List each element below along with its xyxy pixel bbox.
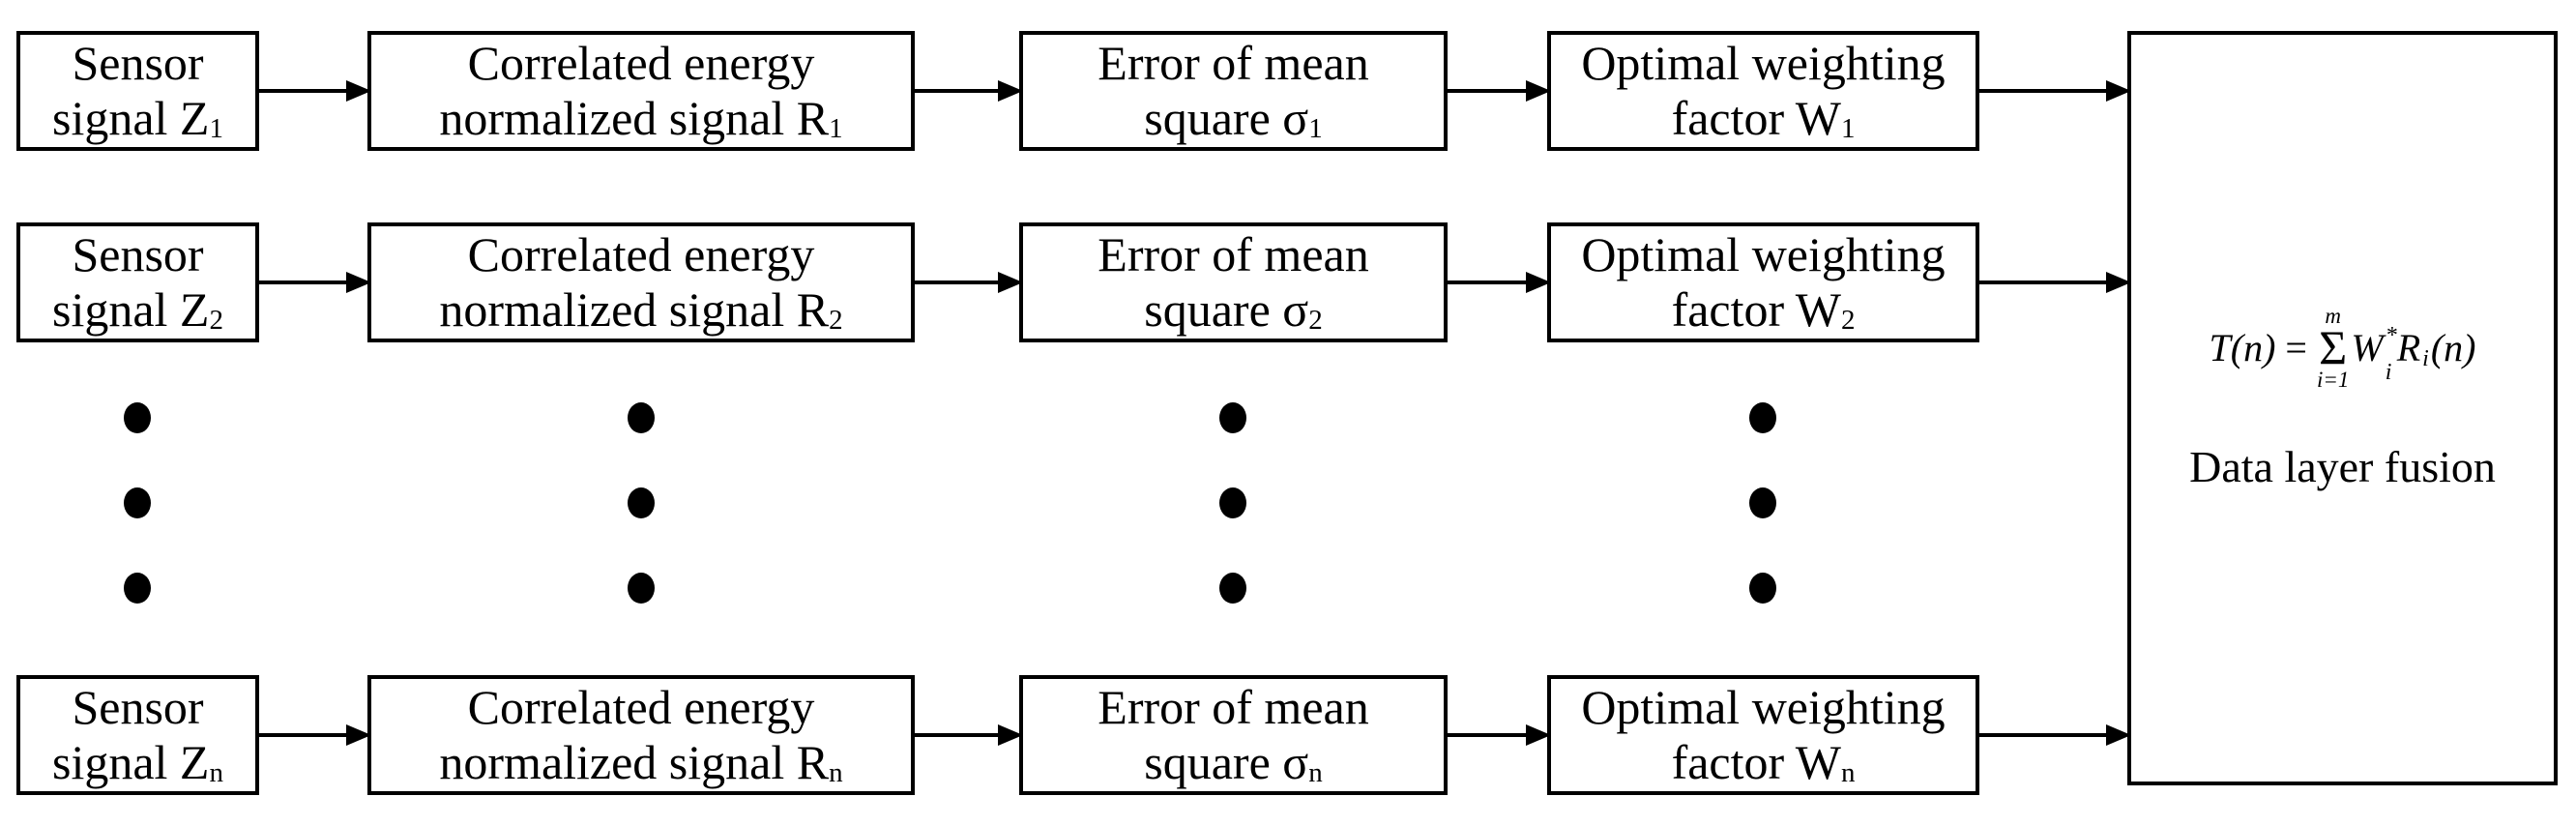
formula-equals: = — [2285, 326, 2307, 369]
ellipsis-column-3 — [1219, 402, 1246, 604]
box-correlated-energy-r1: Correlated energy normalized signal R1 — [367, 31, 915, 151]
box-line2: factor Wn — [1672, 735, 1856, 791]
fusion-content: T(n) = m Σ i=1 W * i R i (n) — [2189, 305, 2496, 492]
ellipsis-dot — [628, 573, 655, 604]
box-label-subscript: n — [1308, 757, 1323, 789]
fusion-caption: Data layer fusion — [2189, 441, 2496, 491]
box-label-subscript: 2 — [1840, 305, 1856, 337]
box-line1: Correlated energy — [467, 35, 815, 90]
box-label-text: factor W — [1671, 282, 1841, 337]
box-sensor-signal-zn: Sensor signal Zn — [16, 675, 259, 795]
box-label-text: factor W — [1671, 735, 1841, 789]
box-line2: signal Z2 — [52, 282, 223, 339]
box-label-subscript: n — [209, 757, 223, 789]
ellipsis-dot — [628, 402, 655, 433]
box-line2: signal Z1 — [52, 91, 223, 147]
box-label-subscript: 2 — [829, 305, 843, 337]
ellipsis-dot — [1749, 487, 1776, 518]
ellipsis-dot — [1219, 487, 1246, 518]
box-optimal-weighting-w1: Optimal weighting factor W1 — [1547, 31, 1979, 151]
box-label-text: square σ — [1144, 91, 1309, 145]
box-label-subscript: 1 — [1308, 113, 1323, 145]
box-label-text: normalized signal R — [439, 735, 830, 789]
box-line1: Correlated energy — [467, 679, 815, 734]
term-w-base: W — [2351, 326, 2384, 369]
summation-lower-limit: i=1 — [2316, 367, 2350, 392]
ellipsis-column-1 — [124, 402, 151, 604]
box-line1: Error of mean — [1098, 226, 1369, 281]
box-optimal-weighting-wn: Optimal weighting factor Wn — [1547, 675, 1979, 795]
ellipsis-dot — [124, 573, 151, 604]
box-label-subscript: 1 — [1840, 113, 1856, 145]
ellipsis-dot — [124, 487, 151, 518]
box-error-mean-square-2: Error of mean square σ2 — [1019, 222, 1448, 342]
box-sensor-signal-z2: Sensor signal Z2 — [16, 222, 259, 342]
ellipsis-dot — [1749, 402, 1776, 433]
box-line1: Sensor — [72, 226, 204, 281]
term-w-subscript: i — [2385, 359, 2392, 385]
box-label-subscript: 2 — [209, 305, 223, 337]
fusion-formula: T(n) = m Σ i=1 W * i R i (n) — [2210, 305, 2476, 391]
box-sensor-signal-z1: Sensor signal Z1 — [16, 31, 259, 151]
formula-term-w: W * i — [2351, 318, 2396, 384]
box-label-text: normalized signal R — [439, 91, 830, 145]
ellipsis-dot — [1219, 573, 1246, 604]
box-line2: factor W1 — [1672, 91, 1856, 147]
box-label-subscript: 2 — [1308, 305, 1323, 337]
box-line2: square σ2 — [1144, 282, 1322, 339]
box-error-mean-square-n: Error of mean square σn — [1019, 675, 1448, 795]
summation-upper-limit: m — [2325, 304, 2341, 329]
ellipsis-column-2 — [628, 402, 655, 604]
ellipsis-dot — [124, 402, 151, 433]
box-line1: Optimal weighting — [1581, 35, 1946, 90]
box-error-mean-square-1: Error of mean square σ1 — [1019, 31, 1448, 151]
term-w-superscript: * — [2385, 322, 2397, 348]
box-label-text: signal Z — [52, 282, 210, 337]
box-line2: normalized signal R1 — [439, 91, 842, 147]
box-label-text: square σ — [1144, 735, 1309, 789]
term-r-argument: (n) — [2430, 326, 2476, 369]
box-label-subscript: n — [829, 757, 843, 789]
box-line1: Sensor — [72, 679, 204, 734]
box-line1: Optimal weighting — [1581, 226, 1946, 281]
box-line1: Correlated energy — [467, 226, 815, 281]
box-line2: normalized signal R2 — [439, 282, 842, 339]
box-line1: Error of mean — [1098, 679, 1369, 734]
box-line2: normalized signal Rn — [439, 735, 842, 791]
box-label-text: factor W — [1671, 91, 1841, 145]
ellipsis-dot — [1219, 402, 1246, 433]
data-layer-fusion-box: T(n) = m Σ i=1 W * i R i (n) — [2127, 31, 2558, 785]
formula-lhs: T(n) — [2209, 326, 2276, 369]
box-label-text: square σ — [1144, 282, 1309, 337]
box-label-subscript: n — [1840, 757, 1856, 789]
ellipsis-column-4 — [1749, 402, 1776, 604]
box-label-subscript: 1 — [209, 113, 223, 145]
formula-summation: m Σ i=1 — [2317, 305, 2349, 391]
ellipsis-dot — [628, 487, 655, 518]
box-label-subscript: 1 — [829, 113, 843, 145]
box-label-text: normalized signal R — [439, 282, 830, 337]
box-correlated-energy-rn: Correlated energy normalized signal Rn — [367, 675, 915, 795]
formula-term-r: R i (n) — [2396, 326, 2476, 372]
term-w-scripts: * i — [2386, 324, 2397, 384]
box-line2: square σ1 — [1144, 91, 1322, 147]
box-optimal-weighting-w2: Optimal weighting factor W2 — [1547, 222, 1979, 342]
box-label-text: signal Z — [52, 735, 210, 789]
box-correlated-energy-r2: Correlated energy normalized signal R2 — [367, 222, 915, 342]
box-line1: Error of mean — [1098, 35, 1369, 90]
summation-sigma-symbol: Σ — [2319, 320, 2348, 375]
term-r-base: R — [2396, 326, 2421, 369]
box-line2: square σn — [1144, 735, 1322, 791]
box-label-text: signal Z — [52, 91, 210, 145]
box-line2: factor W2 — [1672, 282, 1856, 339]
box-line2: signal Zn — [52, 735, 223, 791]
box-line1: Sensor — [72, 35, 204, 90]
box-line1: Optimal weighting — [1581, 679, 1946, 734]
ellipsis-dot — [1749, 573, 1776, 604]
